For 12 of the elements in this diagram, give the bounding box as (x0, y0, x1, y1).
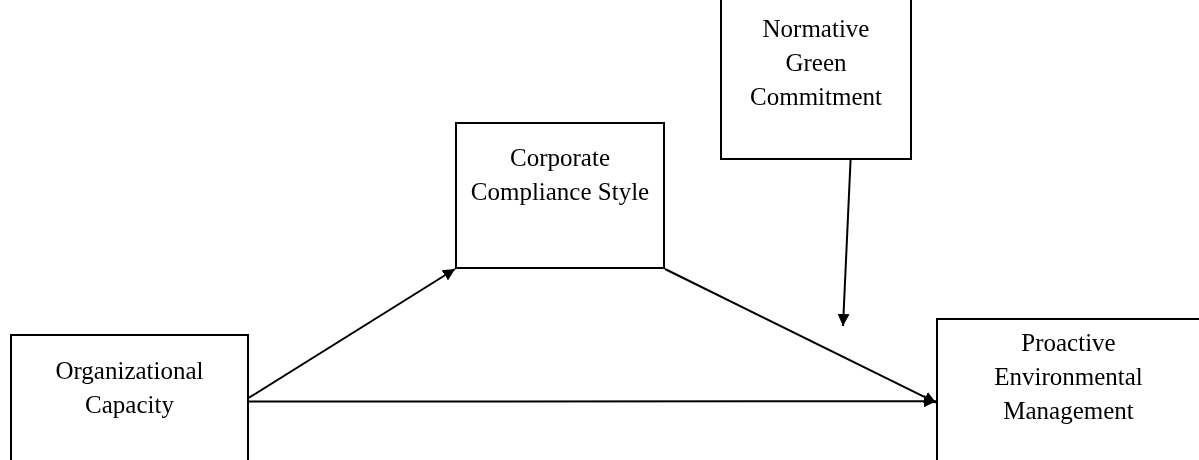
node-label: Corporate Compliance Style (469, 143, 651, 207)
concept-box (10, 334, 249, 460)
concept-box (455, 122, 665, 269)
node-label: Organizational Capacity (54, 356, 205, 420)
arrow (248, 268, 456, 399)
arrow (248, 395, 937, 408)
arrow (664, 268, 937, 404)
concept-box (720, 0, 912, 160)
concept-box (936, 318, 1199, 460)
node-label: Proactive Environmental Management (993, 328, 1144, 426)
arrow (837, 159, 852, 327)
node-label: Normative Green Commitment (749, 14, 883, 112)
